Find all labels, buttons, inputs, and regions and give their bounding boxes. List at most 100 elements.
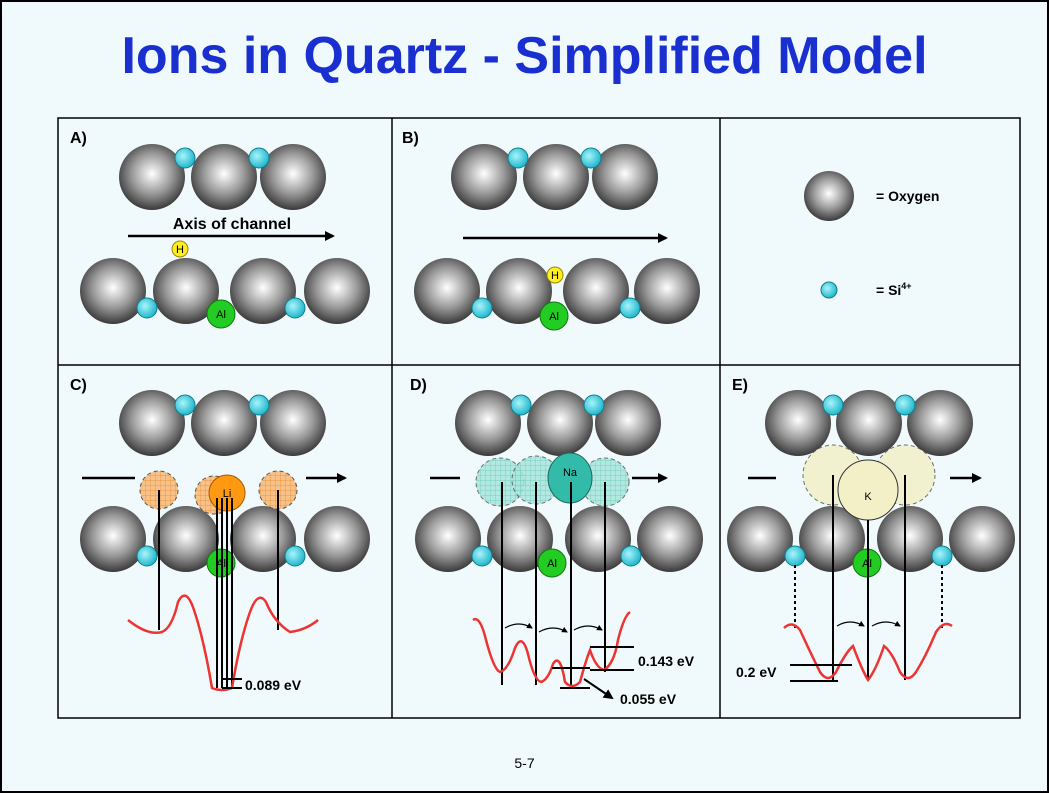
oxygen-atom [563, 258, 629, 324]
potential-curve [127, 594, 319, 692]
oxygen-atom [415, 506, 481, 572]
energy-label: 0.2 eV [736, 664, 777, 680]
oxygen-atom [595, 390, 661, 456]
oxygen-atom [304, 506, 370, 572]
oxygen-atom [907, 390, 973, 456]
silicon-atom [174, 147, 196, 169]
silicon-atom [619, 297, 641, 319]
legend-si-superscript: 4+ [901, 281, 911, 291]
legend-oxygen-icon [804, 171, 854, 221]
aluminum-atom [539, 301, 569, 331]
silicon-atom [174, 394, 196, 416]
potential-drop-lines [158, 490, 279, 688]
energy-label: 0.089 eV [245, 677, 302, 693]
oxygen-atom [80, 258, 146, 324]
page-number: 5-7 [514, 755, 535, 771]
oxygen-atom [260, 390, 326, 456]
silicon-atom [248, 147, 270, 169]
panel-b-label: B) [402, 130, 419, 147]
legend-silicon-label: = Si4+ [876, 281, 912, 298]
panel-e: E) Al K 0 [727, 377, 1015, 683]
oxygen-atom [119, 390, 185, 456]
oxygen-atom [191, 144, 257, 210]
panel-a: A) Axis of channel Al H [70, 130, 370, 329]
silicon-atom [620, 545, 642, 567]
oxygen-atom [414, 258, 480, 324]
oxygen-atom [727, 506, 793, 572]
legend-si-text: = Si [876, 282, 901, 298]
energy-pointer-arrow [583, 678, 614, 700]
aluminum-label: Al [547, 558, 557, 570]
panel-d-label: D) [410, 377, 427, 394]
oxygen-atom [565, 506, 631, 572]
potential-curve [472, 610, 631, 688]
oxygen-atom [455, 390, 521, 456]
oxygen-atom [119, 144, 185, 210]
oxygen-atom [592, 144, 658, 210]
silicon-atom [284, 545, 306, 567]
panel-e-label: E) [732, 377, 748, 394]
sodium-label: Na [563, 467, 578, 479]
hydrogen-atom [171, 240, 189, 258]
hop-arrows [836, 620, 901, 627]
potential-drop-lines [832, 475, 906, 680]
aluminum-label: Al [216, 309, 226, 321]
panel-grid [57, 117, 1021, 719]
silicon-atom [784, 545, 806, 567]
oxygen-atom [230, 258, 296, 324]
silicon-atom [894, 394, 916, 416]
slide-title: Ions in Quartz - Simplified Model [121, 27, 928, 85]
panel-c-label: C) [70, 377, 87, 394]
axis-of-channel-label: Axis of channel [173, 216, 291, 233]
potential-curve [783, 622, 953, 683]
silicon-atom [248, 394, 270, 416]
silicon-atom [471, 545, 493, 567]
silicon-atom [580, 147, 602, 169]
hydrogen-atom [546, 266, 564, 284]
oxygen-atom [836, 390, 902, 456]
silicon-atom [822, 394, 844, 416]
silicon-atom [583, 394, 605, 416]
oxygen-atom [451, 144, 517, 210]
silicon-atom [136, 545, 158, 567]
oxygen-atom [260, 144, 326, 210]
potential-drop-lines [501, 482, 606, 688]
oxygen-atom [80, 506, 146, 572]
silicon-atom [510, 394, 532, 416]
oxygen-atom [230, 506, 296, 572]
silicon-atom [471, 297, 493, 319]
panel-c: C) Al Li 0.089 eV [70, 377, 370, 693]
oxygen-atom [765, 390, 831, 456]
oxygen-atom [637, 506, 703, 572]
panel-d: D) Al Na [410, 377, 703, 707]
oxygen-atom [304, 258, 370, 324]
oxygen-atom [153, 506, 219, 572]
hydrogen-label: H [551, 270, 559, 282]
energy-label-low: 0.055 eV [620, 691, 677, 707]
panel-a-label: A) [70, 130, 87, 147]
oxygen-atom [949, 506, 1015, 572]
legend: = Oxygen = Si4+ [804, 171, 939, 299]
potassium-atom [837, 459, 899, 521]
oxygen-atom [523, 144, 589, 210]
oxygen-atom [877, 506, 943, 572]
oxygen-atom [527, 390, 593, 456]
silicon-atom [136, 297, 158, 319]
hop-arrows [504, 622, 603, 633]
aluminum-atom [537, 548, 567, 578]
oxygen-atom [634, 258, 700, 324]
oxygen-atom [191, 390, 257, 456]
potassium-label: K [864, 491, 872, 503]
oxygen-atom [486, 258, 552, 324]
silicon-atom [507, 147, 529, 169]
silicon-atom [931, 545, 953, 567]
legend-silicon-icon [820, 281, 838, 299]
legend-oxygen-label: = Oxygen [876, 188, 939, 204]
energy-label-high: 0.143 eV [638, 653, 695, 669]
hydrogen-label: H [176, 244, 184, 256]
panel-b: B) Al H [402, 130, 700, 331]
lithium-label: Li [223, 488, 232, 500]
oxygen-atom [153, 258, 219, 324]
aluminum-label: Al [549, 311, 559, 323]
dotted-drop-lines [794, 565, 943, 630]
